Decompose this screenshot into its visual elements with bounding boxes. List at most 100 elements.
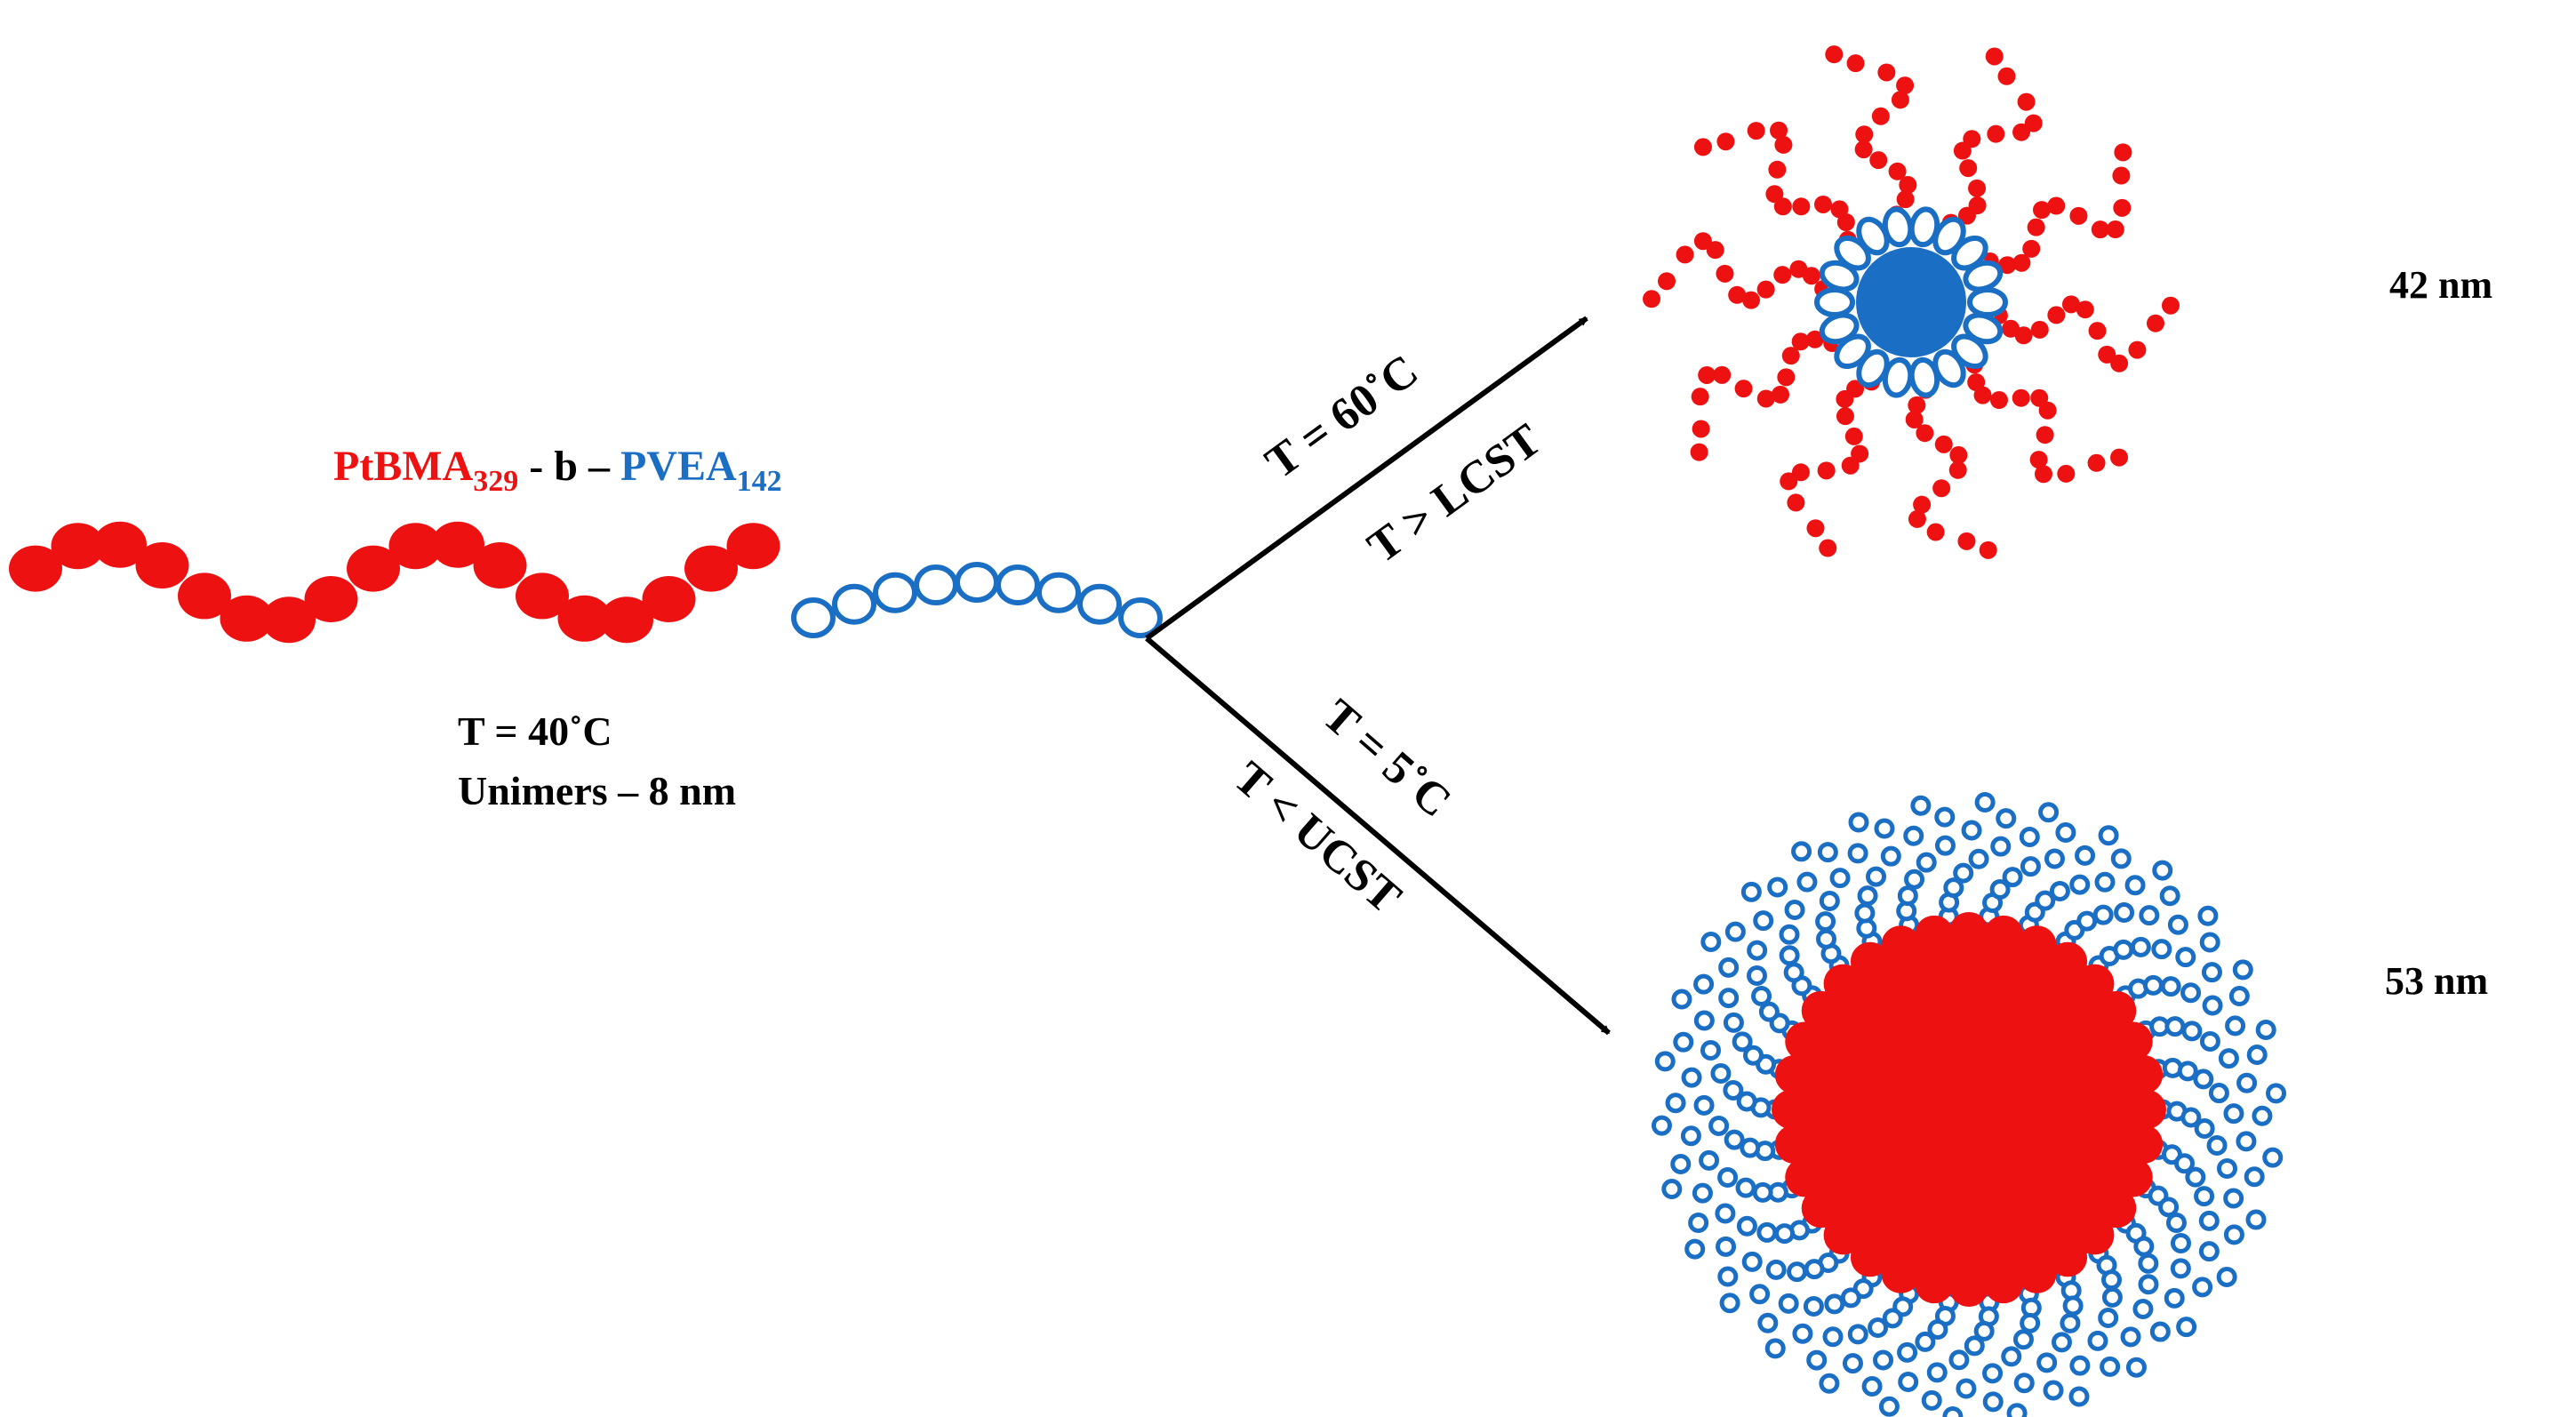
pvea-arm-bead [1804, 1259, 1825, 1280]
pvea-arm-bead [1747, 965, 1768, 987]
pvea-arm-bead [2262, 1147, 2284, 1168]
pvea-arm-bead [2152, 860, 2173, 881]
pvea-arm-bead [2180, 1107, 2202, 1128]
pvea-arm-bead [1719, 1293, 1740, 1314]
ptbma-arm-bead [1791, 332, 1810, 351]
ptbma-arm-bead [1949, 445, 1968, 464]
pvea-arm-bead [1724, 1129, 1745, 1150]
pvea-arm-bead [2255, 1019, 2276, 1040]
pvea-arm-bead [1791, 841, 1812, 862]
pvea-arm-bead [1921, 1389, 1942, 1411]
pvea-arm-bead [1973, 1320, 1995, 1341]
pvea-bead [873, 572, 917, 613]
ptbma-arm-bead [1716, 132, 1735, 151]
pvea-arm-bead [1915, 1331, 1936, 1352]
ptbma-bead [473, 542, 527, 589]
pvea-arm-bead [1717, 1266, 1739, 1287]
ptbma-arm-bead [1854, 140, 1873, 159]
pvea-arm-bead [2194, 1118, 2215, 1140]
ptbma-bead [262, 596, 316, 644]
pvea-arm-bead [1723, 1012, 1744, 1033]
pvea-arm-bead [1874, 818, 1895, 839]
pvea-bead [1118, 597, 1163, 638]
pvea-arm-bead [2202, 995, 2223, 1016]
ptbma-bead [600, 596, 653, 644]
pvea-arm-bead [1948, 1349, 1970, 1371]
ptbma-arm-bead [1676, 245, 1694, 264]
pvea-arm-bead [2216, 1157, 2237, 1179]
pvea-arm-bead [1927, 1319, 1948, 1341]
pvea-arm-bead [1693, 1010, 1715, 1031]
pvea-arm-bead [1857, 885, 1878, 907]
pvea-arm-bead [2160, 976, 2181, 997]
pvea-arm-bead [1654, 1051, 1676, 1072]
pvea-arm-bead [1868, 1317, 1889, 1339]
pvea-arm-bead [1718, 988, 1740, 1009]
ptbma-arm-bead [2030, 388, 2049, 407]
ptbma-arm-bead [1756, 280, 1775, 299]
pvea-arm-bead [1671, 989, 1692, 1010]
pvea-arm-bead [2197, 905, 2219, 926]
pvea-arm-bead [1816, 928, 1837, 949]
upper-temperature-label: T = 60˚C [1257, 345, 1428, 488]
pvea-arm-bead [1736, 1091, 1757, 1112]
ptbma-arm-bead [1968, 196, 1987, 215]
pvea-arm-bead [2094, 871, 2116, 893]
pvea-arm-bead [1732, 1031, 1753, 1053]
pvea-arm-bead [2043, 1380, 2064, 1401]
ptbma-arm-bead [1692, 420, 1710, 438]
ptbma-arm-bead [2027, 218, 2045, 236]
pvea-arm-bead [1989, 878, 2011, 900]
ptbma-arm-bead [2036, 426, 2054, 444]
ptbma-arm-bead [1780, 472, 1798, 491]
pvea-arm-bead [1783, 962, 1804, 983]
pvea-arm-bead [2100, 1269, 2122, 1291]
pvea-arm-bead [2174, 1153, 2196, 1174]
pvea-arm-bead [1878, 1396, 1900, 1417]
ptbma-bead [51, 523, 105, 570]
pvea-arm-bead [1982, 1391, 2004, 1413]
pvea-arm-bead [1897, 1341, 1918, 1363]
pvea-arm-bead [1806, 1349, 1828, 1371]
ptbma-arm-bead [1844, 427, 1863, 445]
ptbma-arm-bead [1728, 285, 1747, 304]
pvea-arm-bead [2038, 802, 2060, 823]
pvea-arm-bead [2181, 1021, 2203, 1042]
pvea-arm-bead [1974, 791, 1996, 813]
pvea-arm-bead [1718, 957, 1740, 978]
ptbma-arm-bead [1899, 176, 1917, 195]
ptbma-bead [9, 545, 62, 592]
pvea-arm-bead [1700, 932, 1722, 953]
unimer-temperature-label: T = 40˚C [458, 708, 612, 754]
pvea-arm-bead [1723, 1079, 1744, 1101]
pvea-arm-bead [2167, 914, 2188, 935]
pvea-shell-bead [1814, 287, 1855, 317]
pvea-arm-bead [2225, 1015, 2246, 1037]
pvea-arm-bead [2223, 1188, 2244, 1209]
ptbma-arm-bead [2012, 123, 2031, 141]
ptbma-core [1791, 932, 2147, 1287]
pvea-arm-bead [1784, 899, 1805, 920]
ptbma-arm-bead [1908, 509, 1926, 528]
ptbma-arm-bead [1691, 388, 1709, 406]
pvea-arm-bead [2164, 1016, 2186, 1037]
ptbma-block-beads [9, 521, 780, 644]
ptbma-arm-bead [2128, 340, 2147, 359]
pvea-arm-bead [2159, 885, 2180, 907]
ptbma-arm-bead [2057, 464, 2076, 483]
pvea-arm-bead [1752, 1181, 1773, 1203]
pvea-arm-bead [2132, 1299, 2154, 1320]
pvea-arm-bead [2236, 1072, 2258, 1093]
pvea-arm-bead [1824, 1293, 1845, 1315]
pvea-arm-bead [1724, 921, 1746, 942]
pvea-arm-bead [1942, 1406, 1964, 1417]
pvea-block-beads [791, 562, 1163, 638]
pvea-arm-bead [2176, 1317, 2197, 1338]
pvea-arm-bead [2019, 827, 2040, 848]
pvea-arm-bead [1741, 1251, 1763, 1272]
ptbma-arm-bead [2029, 451, 2048, 469]
ptbma-arm-bead [1926, 523, 1945, 541]
ptbma-arm-bead [1836, 389, 1854, 408]
pvea-arm-bead [2245, 1209, 2267, 1230]
ptbma-label: PtBMA [333, 443, 474, 490]
